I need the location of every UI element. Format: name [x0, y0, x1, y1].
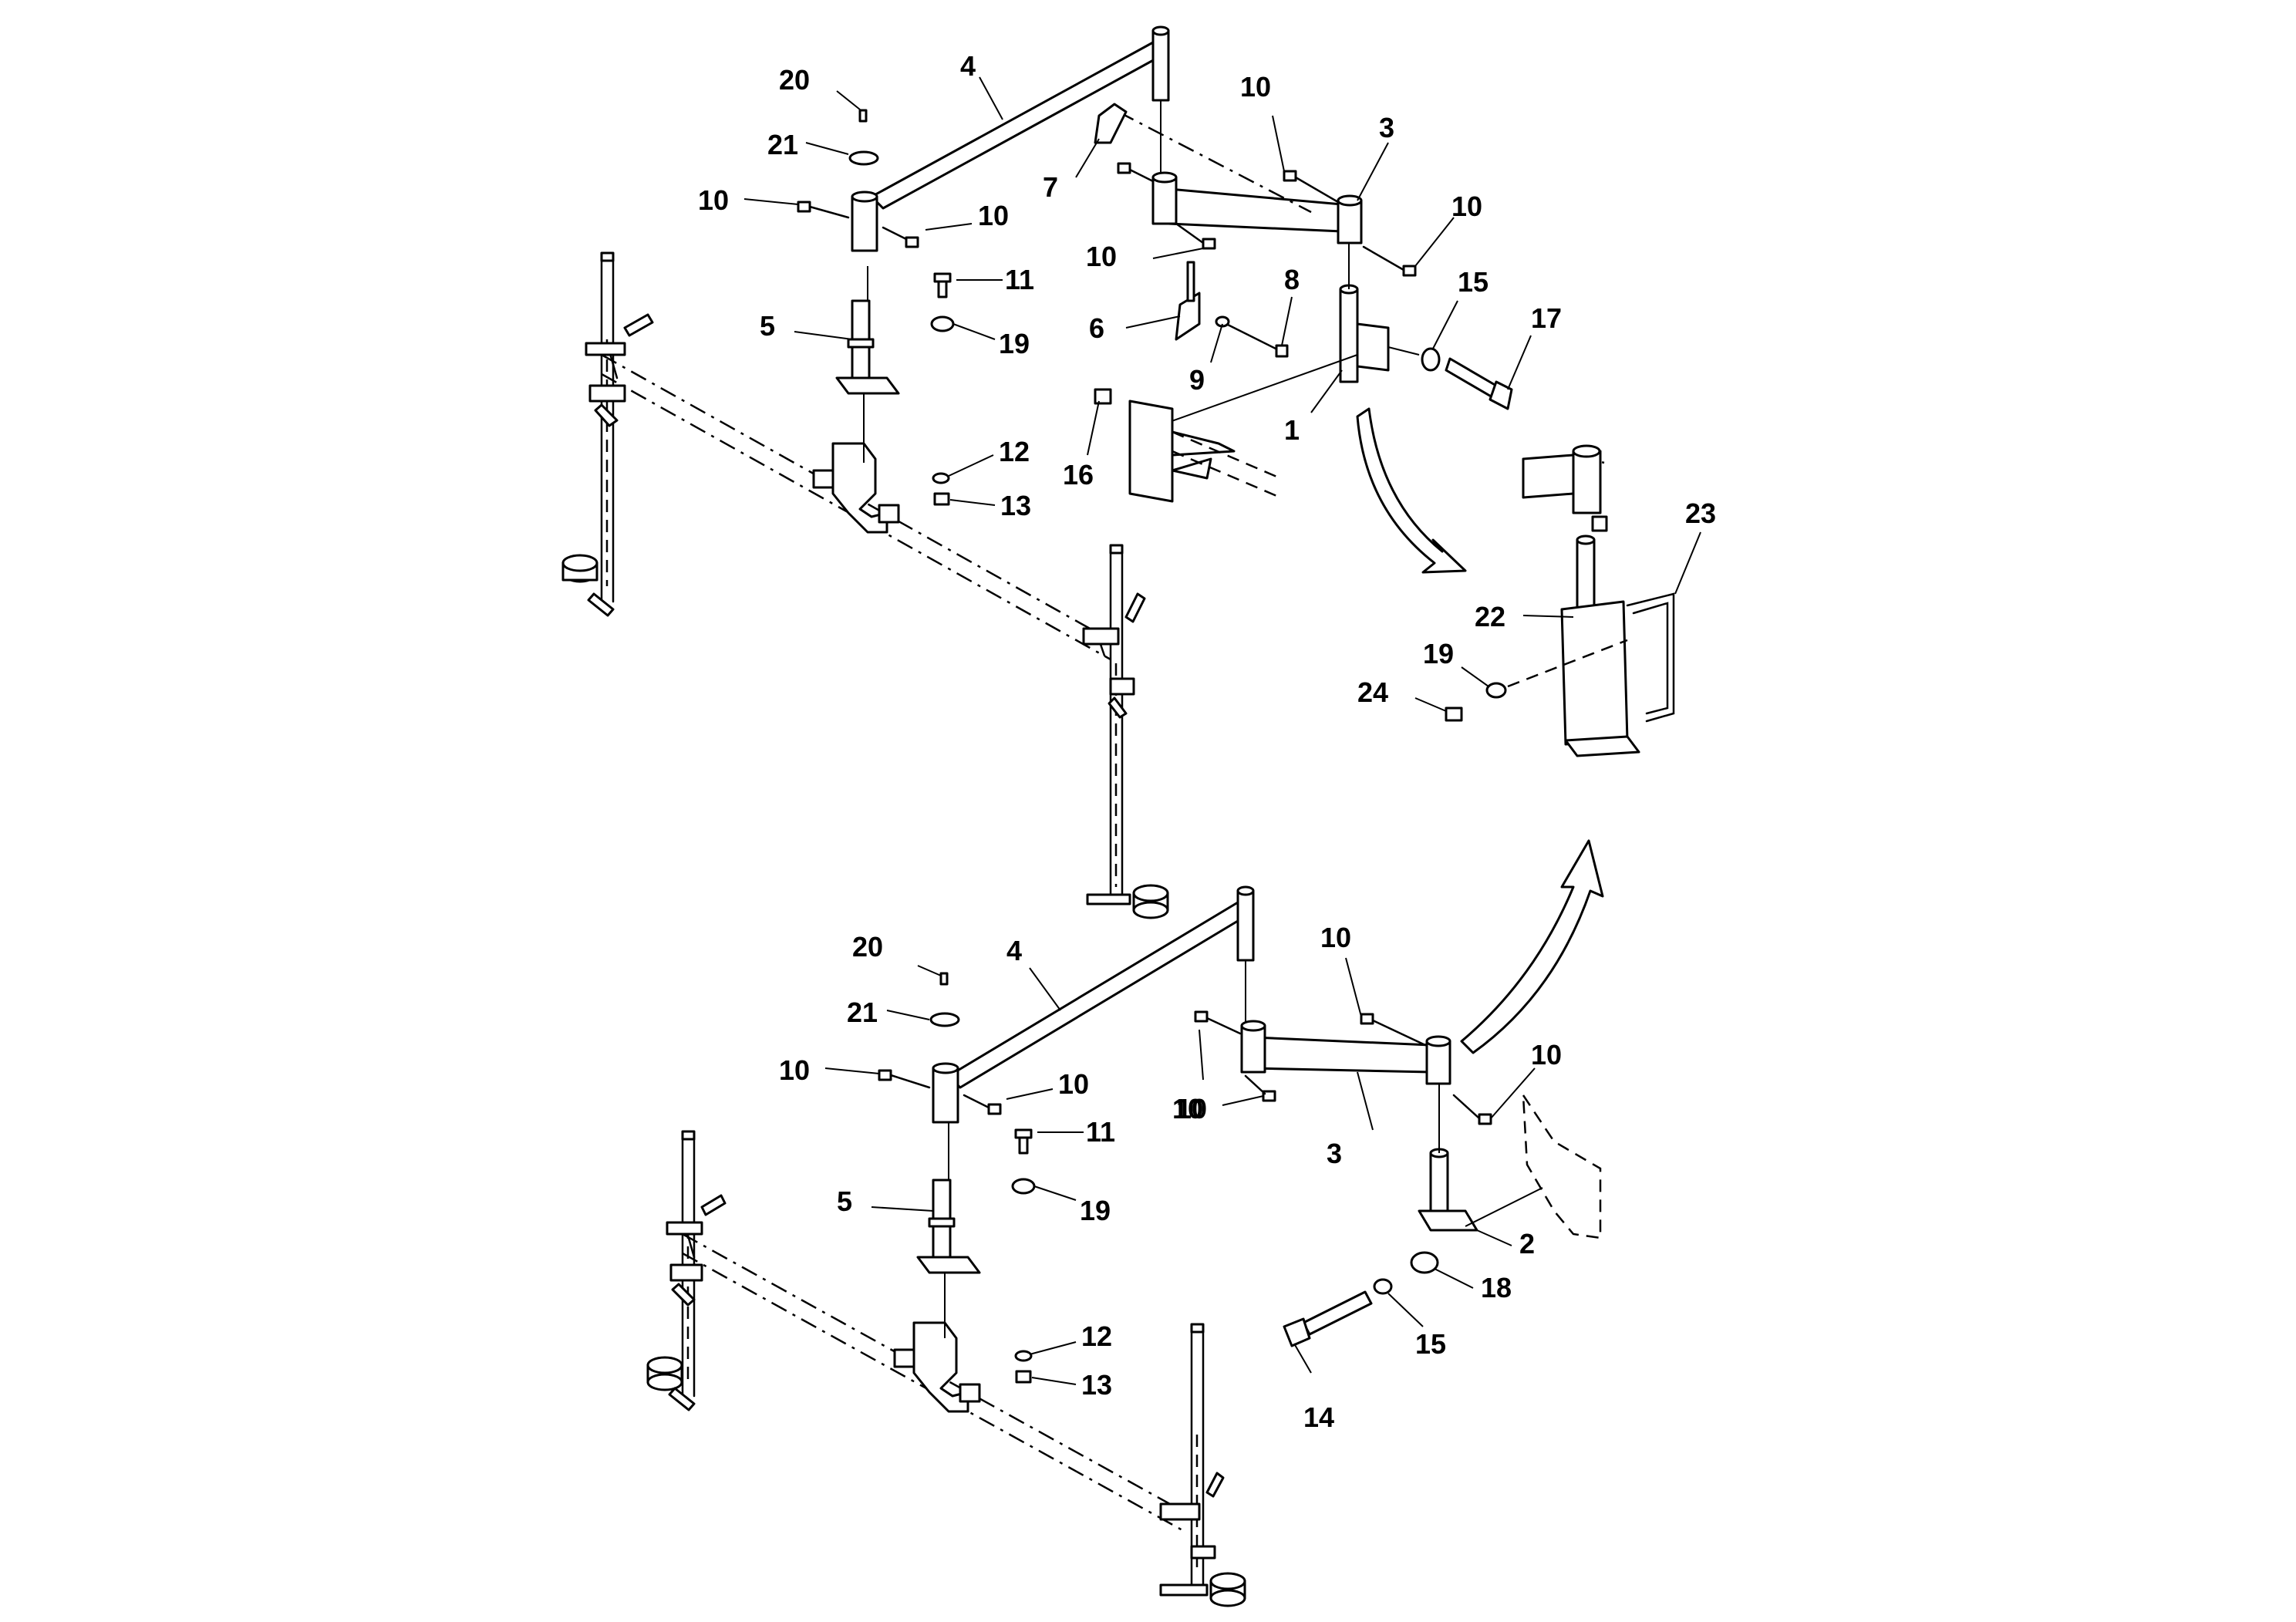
- callout-5-upper: 5: [760, 310, 775, 342]
- callout-10-lower-e: 10: [1320, 922, 1351, 953]
- callout-22-detail: 22: [1475, 601, 1505, 632]
- callout-19-detail: 19: [1423, 638, 1454, 669]
- callout-10-upper-d: 10: [1086, 241, 1117, 272]
- upper-assembly: [561, 25, 1513, 919]
- upper-fasteners: [797, 109, 1513, 506]
- upper-part-5-tube: [835, 266, 900, 463]
- callout-4-lower: 4: [1006, 935, 1022, 966]
- callout-10-upper-b: 10: [978, 200, 1009, 231]
- callout-2-lower: 2: [1519, 1228, 1535, 1259]
- callout-3-upper: 3: [1379, 112, 1394, 143]
- callout-13-lower: 13: [1081, 1369, 1112, 1401]
- callout-11-upper: 11: [1005, 264, 1034, 295]
- callout-15-upper: 15: [1458, 266, 1489, 298]
- callout-4-upper: 4: [960, 50, 976, 82]
- callout-11-lower: 11: [1086, 1116, 1115, 1148]
- lower-side-plate: [1522, 1091, 1602, 1239]
- callout-21-upper: 21: [767, 129, 798, 160]
- callout-1-upper: 1: [1284, 414, 1300, 446]
- callout-5-lower: 5: [837, 1185, 852, 1217]
- upper-part-1-bracket: [1141, 243, 1420, 433]
- lower-assembly: [646, 885, 1602, 1607]
- callout-13-upper: 13: [1000, 490, 1031, 521]
- callout-10-lower-d: 10: [1172, 1093, 1203, 1125]
- callout-10-lower-a: 10: [779, 1054, 810, 1086]
- callout-10-upper-c: 10: [1240, 71, 1271, 103]
- callout-7-upper: 7: [1043, 171, 1058, 203]
- callout-10-lower-c: 10: [1176, 1093, 1207, 1125]
- detail-inset: [1445, 444, 1675, 757]
- callout-24-detail: 24: [1357, 676, 1388, 708]
- callout-19-upper: 19: [999, 328, 1030, 359]
- lower-part-5-tube: [916, 1118, 981, 1338]
- callout-12-lower: 12: [1081, 1320, 1112, 1352]
- upper-mount-plate: [1128, 400, 1281, 503]
- upper-part-4-arm: [851, 25, 1170, 252]
- callout-10-lower-b: 10: [1058, 1068, 1089, 1100]
- lower-part-2-bracket: [1418, 1084, 1543, 1232]
- callout-20-lower: 20: [852, 931, 883, 963]
- callout-3-lower: 3: [1327, 1138, 1342, 1169]
- lower-fasteners: [878, 972, 1492, 1384]
- lower-left-post: [646, 1130, 727, 1411]
- callout-15-lower: 15: [1415, 1328, 1446, 1360]
- callout-21-lower: 21: [847, 996, 878, 1028]
- lower-part-4-arm: [932, 885, 1255, 1124]
- callout-20-upper: 20: [779, 64, 810, 96]
- callout-10-lower-f: 10: [1531, 1039, 1562, 1071]
- upper-part-3-arm: [1118, 110, 1363, 244]
- callout-6-upper: 6: [1089, 312, 1104, 344]
- callout-19-lower: 19: [1080, 1195, 1111, 1226]
- callout-8-upper: 8: [1284, 264, 1300, 295]
- callout-18-lower: 18: [1481, 1272, 1512, 1303]
- callout-14-lower: 14: [1303, 1401, 1334, 1433]
- lower-detail-arrow: [1460, 839, 1604, 1054]
- lower-part-3-arm: [1240, 1020, 1451, 1085]
- callout-16-upper: 16: [1063, 459, 1094, 491]
- upper-frame-bracket: [812, 442, 900, 534]
- lower-frame-bracket: [893, 1321, 981, 1413]
- upper-left-post: [561, 251, 654, 617]
- callout-10-upper-e: 10: [1451, 191, 1482, 222]
- callout-23-detail: 23: [1685, 497, 1716, 529]
- upper-right-post: [1082, 544, 1169, 919]
- callout-9-upper: 9: [1189, 364, 1205, 396]
- callout-12-upper: 12: [999, 436, 1030, 467]
- lower-right-post: [1159, 1323, 1246, 1607]
- callout-17-upper: 17: [1531, 302, 1562, 334]
- callout-labels: 20 4 21 10 10 10 3 7 10 10 11 8 15 17 5 …: [698, 50, 1716, 1433]
- upper-detail-arrow: [1356, 407, 1467, 574]
- callout-10-upper-a: 10: [698, 184, 729, 216]
- upper-part-7-plate: [1094, 103, 1128, 144]
- upper-part-6-pin: [1186, 261, 1195, 302]
